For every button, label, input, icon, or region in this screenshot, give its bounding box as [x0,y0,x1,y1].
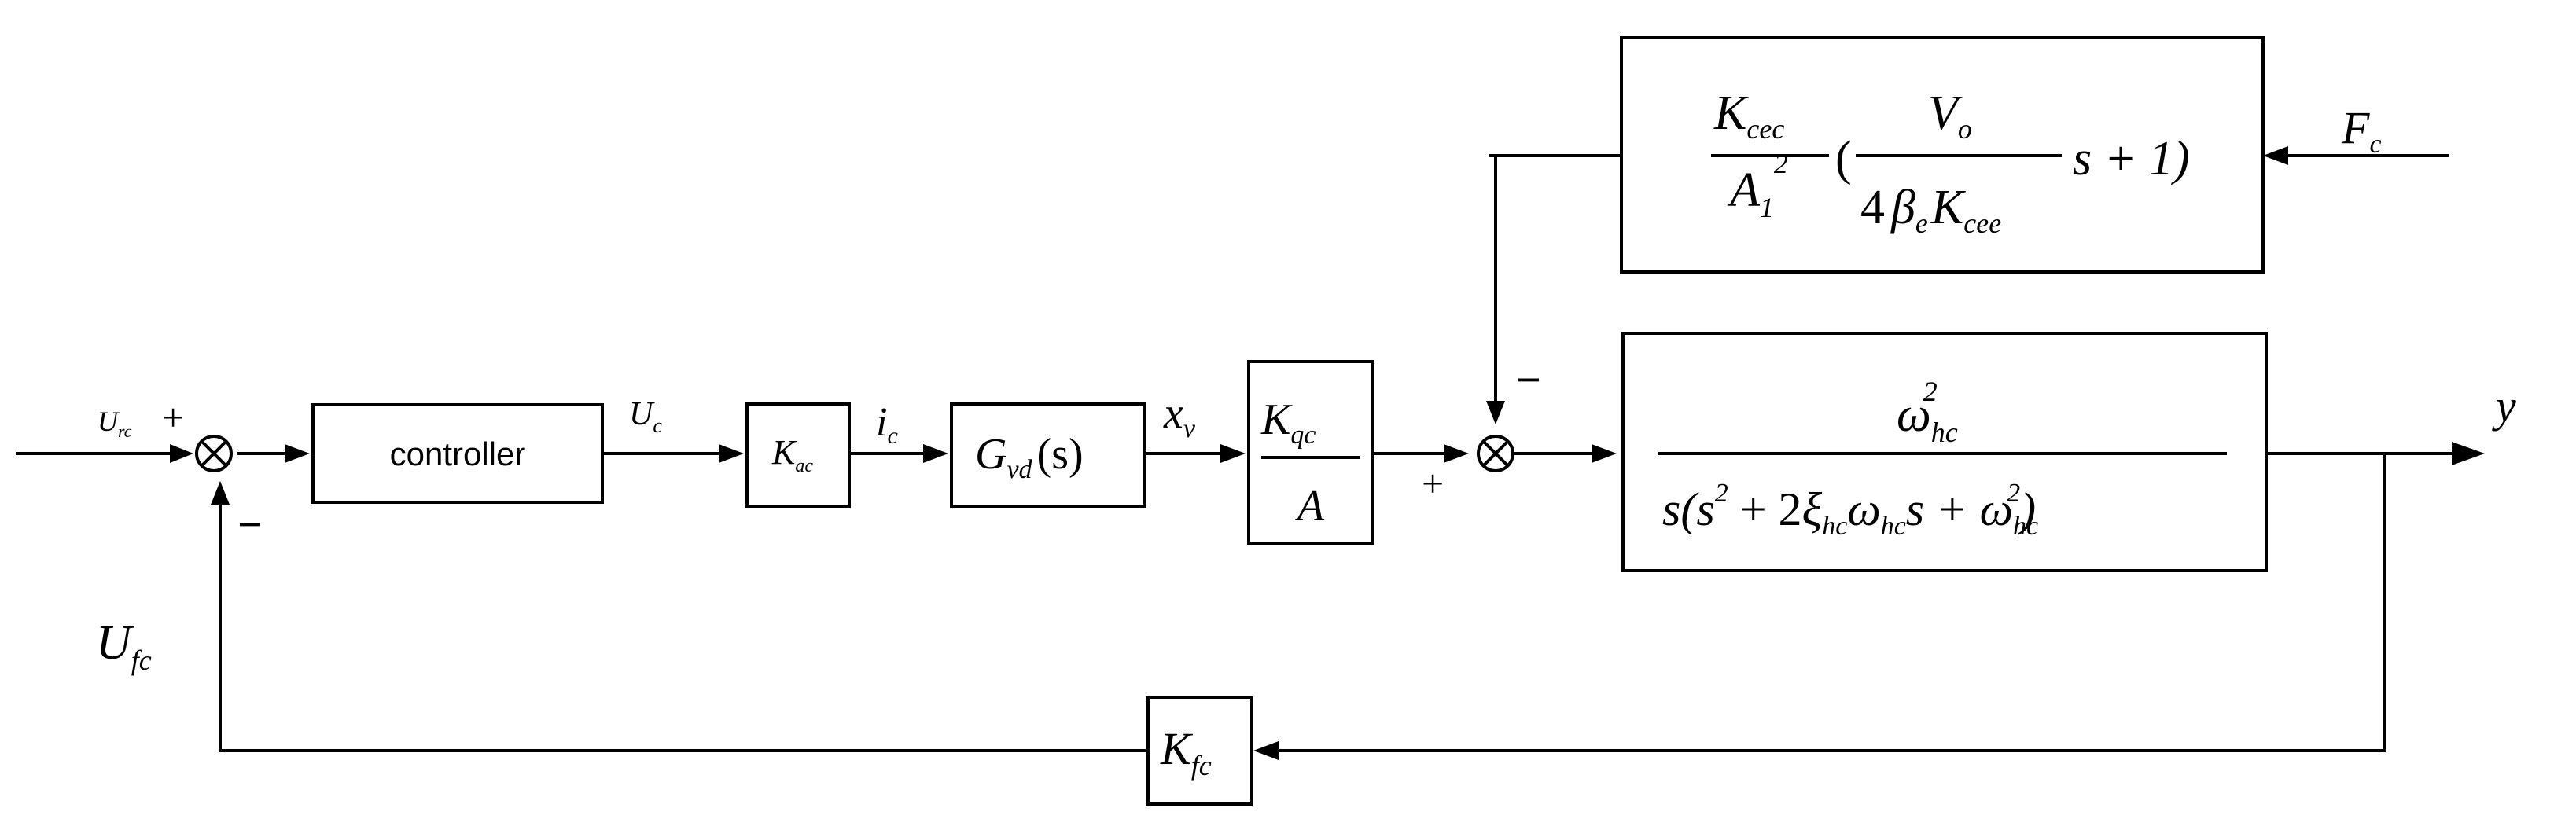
plant-numerator: ωhc2 [1897,376,1958,448]
feedback-path-line [1274,454,2386,752]
sum1-plus-sign: + [162,395,184,439]
load-tail: s + 1) [2073,132,2190,185]
arrow-into-sum2 [1444,444,1469,463]
output-signal-label: y [2492,380,2516,432]
gvd-block [950,402,1146,508]
controller-label: controller [390,435,526,472]
gvd-label: Gvd(s) [975,430,1084,484]
ic-signal-label: ic [876,400,898,449]
feedback-to-sum1-line [219,495,1148,752]
load-gain-denominator: A12 [1727,148,1788,223]
kqc-denominator: A [1294,482,1325,531]
arrow-into-kfc [1253,741,1279,760]
arrow-into-gvd [923,444,948,463]
summing-junction-2 [1477,435,1514,472]
sum2-minus-sign: − [1516,356,1541,405]
load-inner-numerator: Vo [1928,86,1972,145]
arrow-into-kqc [1220,444,1246,463]
arrow-into-kac [719,444,744,463]
arrow-into-sum1 [170,444,193,463]
arrow-into-plant [1592,444,1617,463]
kqc-numerator: Kqc [1260,395,1316,450]
kac-block [745,402,851,508]
kfc-label: Kfc [1160,723,1212,781]
load-open-paren: ( [1835,132,1852,185]
sum1-minus-sign: − [237,501,263,549]
arrow-feedback-into-sum1 [211,481,230,505]
uc-signal-label: Uc [629,396,662,437]
summing-junction-1 [195,435,233,472]
arrowheads [170,146,2485,760]
arrow-output-y [2452,442,2485,465]
arrow-load-into-sum2 [1486,401,1505,424]
controller-block [311,403,604,504]
sum2-plus-sign: + [1422,461,1444,505]
xv-signal-label: xv [1163,389,1196,443]
ref-signal-label: Urc [98,406,132,441]
kfc-block [1146,696,1253,806]
kqc-over-a-block [1247,360,1374,545]
load-to-sum2-line [1494,154,1620,409]
signal-lines [16,154,2475,752]
arrow-into-controller [285,444,310,463]
load-gain-numerator: Kcec [1713,86,1784,145]
disturbance-signal-label: Fc [2341,102,2382,159]
arrow-disturbance-into-load [2263,146,2288,165]
feedback-signal-label: Ufc [96,616,152,676]
plant-denominator: s(s2 + 2ξhcωhcs + ωhc2) [1662,479,2038,541]
kac-label: Kac [771,433,813,476]
